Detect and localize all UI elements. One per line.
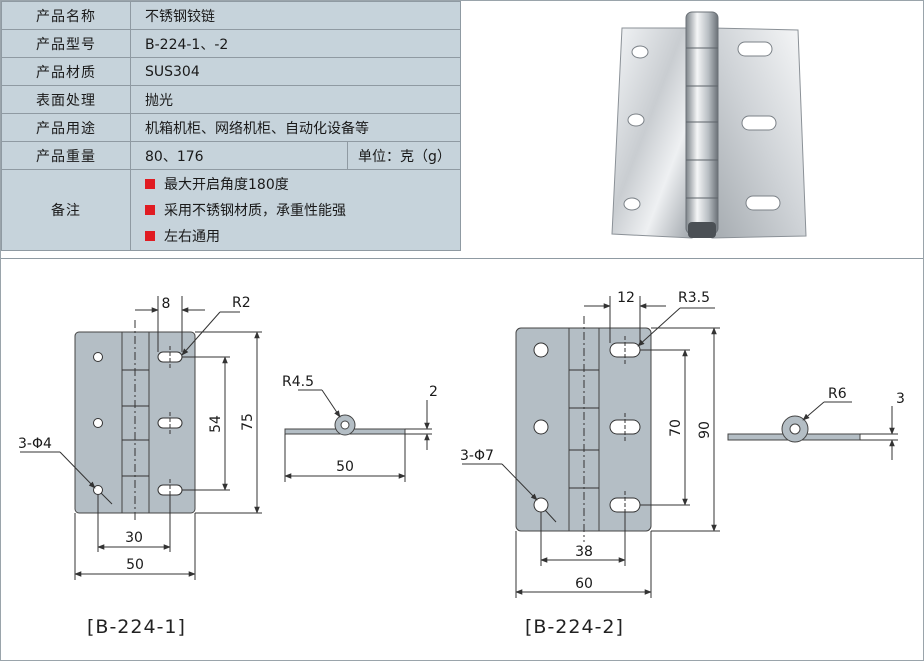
red-square-icon [145,231,155,241]
dim-label: 70 [668,419,684,437]
spec-value: 抛光 [130,85,461,114]
model-label-1: [B-224-1] [87,616,186,638]
red-square-icon [145,179,155,189]
spec-label: 备注 [1,169,131,251]
dim-label: 12 [617,290,635,306]
technical-drawing: 8 R2 54 75 3-Φ4 30 50 R4.5 2 50 12 R3.5 … [18,290,905,598]
spec-row: 产品材质 SUS304 [1,57,461,86]
note-item: 左右通用 [145,223,460,249]
dim-label: 75 [240,413,256,431]
dim-label: 90 [697,421,713,439]
section-divider [1,258,923,259]
dim-label: 38 [575,544,593,560]
spec-value: SUS304 [130,57,461,86]
note-text: 最大开启角度180度 [164,177,289,193]
dim-label: 30 [125,530,143,546]
spec-value: 机箱机柜、网络机柜、自动化设备等 [130,113,461,142]
spec-row: 表面处理 抛光 [1,85,461,114]
spec-row-weight: 产品重量 80、176 单位：克（g） [1,141,461,170]
dim-label: 2 [429,384,438,400]
dim-label: 3 [896,391,905,407]
spec-label: 表面处理 [1,85,131,114]
spec-value: 80、176 [130,141,348,170]
note-item: 最大开启角度180度 [145,171,460,197]
hinge-photo [611,11,807,239]
dim-label: 3-Φ4 [18,436,52,452]
spec-value: B-224-1、-2 [130,29,461,58]
weight-unit: 单位：克（g） [347,141,461,170]
dim-label: 60 [575,576,593,592]
spec-row: 产品名称 不锈钢铰链 [1,1,461,30]
notes-cell: 最大开启角度180度 采用不锈钢材质，承重性能强 左右通用 [130,169,461,251]
spec-row: 产品型号 B-224-1、-2 [1,29,461,58]
dim-label: R6 [828,386,847,402]
note-text: 左右通用 [164,229,220,245]
dim-label: 50 [126,557,144,573]
dim-label: 54 [208,415,224,433]
dim-label: 50 [336,459,354,475]
note-text: 采用不锈钢材质，承重性能强 [164,203,346,219]
spec-row: 产品用途 机箱机柜、网络机柜、自动化设备等 [1,113,461,142]
dim-label: R4.5 [282,374,314,390]
spec-label: 产品材质 [1,57,131,86]
spec-label: 产品名称 [1,1,131,30]
spec-table: 产品名称 不锈钢铰链 产品型号 B-224-1、-2 产品材质 SUS304 表… [1,1,461,251]
spec-row-notes: 备注 最大开启角度180度 采用不锈钢材质，承重性能强 左右通用 [1,169,461,251]
dim-label: 3-Φ7 [460,448,494,464]
red-square-icon [145,205,155,215]
dim-label: 8 [162,296,171,312]
dim-label: R2 [232,295,251,311]
spec-label: 产品重量 [1,141,131,170]
spec-label: 产品型号 [1,29,131,58]
spec-label: 产品用途 [1,113,131,142]
note-item: 采用不锈钢材质，承重性能强 [145,197,460,223]
model-label-2: [B-224-2] [525,616,624,638]
spec-value: 不锈钢铰链 [130,1,461,30]
dim-label: R3.5 [678,290,710,306]
